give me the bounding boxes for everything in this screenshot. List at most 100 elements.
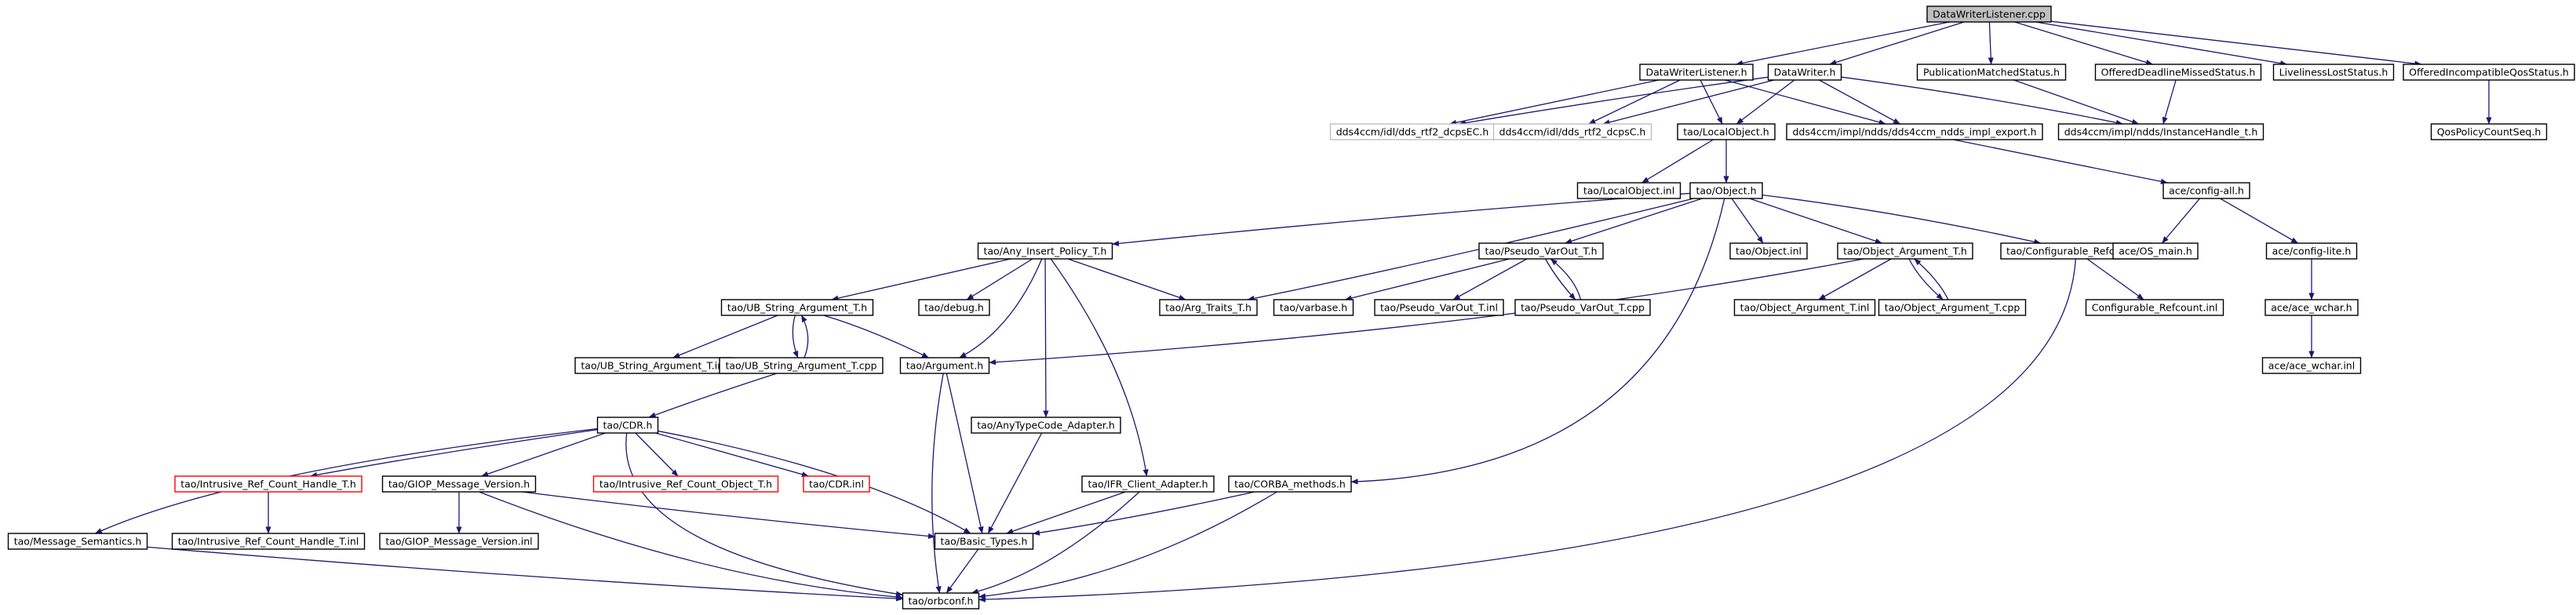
node-label: DataWriterListener.cpp: [1933, 9, 2046, 20]
edge-cdr_h-to-cdr_inl: [655, 432, 809, 478]
node-ifr-client[interactable]: tao/IFR_Client_Adapter.h: [1081, 475, 1215, 493]
node-giop-version-inl[interactable]: tao/GIOP_Message_Version.inl: [379, 533, 539, 550]
edge-root-to-lls_h: [2035, 21, 2288, 67]
nodes-layer: DataWriterListener.cppDataWriterListener…: [7, 5, 2575, 610]
node-dcpsc[interactable]: dds4ccm/idl/dds_rtf2_dcpsC.h: [1492, 123, 1652, 140]
edge-object_h-to-config_refcount: [1762, 194, 2042, 245]
node-corba-methods[interactable]: tao/CORBA_methods.h: [1228, 475, 1352, 493]
edge-root-to-dw_h: [1829, 21, 1965, 65]
node-varbase[interactable]: tao/varbase.h: [1273, 299, 1354, 316]
edge-any_insert-to-debug_h: [966, 258, 1033, 300]
node-ace-wchar-h[interactable]: ace/ace_wchar.h: [2264, 299, 2359, 316]
edge-anytypecode-to-basic_types: [987, 432, 1043, 534]
node-pseudo-varout[interactable]: tao/Pseudo_VarOut_T.h: [1478, 242, 1604, 260]
node-box: [379, 533, 539, 550]
edge-object_arg-to-object_arg_cpp: [1908, 258, 1944, 300]
node-any-insert[interactable]: tao/Any_Insert_Policy_T.h: [977, 242, 1113, 260]
node-cdr-h[interactable]: tao/CDR.h: [596, 417, 659, 434]
node-pms-h[interactable]: PublicationMatchedStatus.h: [1916, 64, 2067, 81]
node-box: [902, 592, 980, 610]
edge-ifr_client-to-basic_types: [1006, 491, 1126, 534]
node-debug-h[interactable]: tao/debug.h: [918, 299, 990, 316]
node-intrusive-handle-inl[interactable]: tao/Intrusive_Ref_Count_Handle_T.inl: [171, 533, 366, 550]
node-box: [381, 475, 537, 493]
node-box: [1081, 475, 1215, 493]
node-intrusive-object[interactable]: tao/Intrusive_Ref_Count_Object_T.h: [592, 475, 779, 493]
node-msg-semantics[interactable]: tao/Message_Semantics.h: [7, 533, 148, 550]
node-label: ace/config-lite.h: [2272, 246, 2352, 257]
node-object-arg-cpp[interactable]: tao/Object_Argument_T.cpp: [1878, 299, 2027, 316]
node-intrusive-handle[interactable]: tao/Intrusive_Ref_Count_Handle_T.h: [174, 475, 363, 493]
node-anytypecode[interactable]: tao/AnyTypeCode_Adapter.h: [971, 417, 1121, 434]
node-ub-string-inl[interactable]: tao/UB_String_Argument_T.inl: [574, 357, 733, 374]
node-ace-wchar-inl[interactable]: ace/ace_wchar.inl: [2261, 357, 2362, 374]
node-box: [2094, 64, 2262, 81]
edge-config_all-to-os_main: [2161, 198, 2201, 244]
node-ub-string[interactable]: tao/UB_String_Argument_T.h: [720, 299, 874, 316]
edge-any_insert-to-argument_h: [959, 258, 1043, 358]
node-pseudo-varout-inl[interactable]: tao/Pseudo_VarOut_T.inl: [1374, 299, 1504, 316]
edge-ub_string-to-ub_string_cpp: [792, 315, 799, 358]
node-label: dds4ccm/impl/ndds/InstanceHandle_t.h: [2064, 126, 2258, 138]
node-box: [2112, 242, 2199, 260]
node-label: ace/ace_wchar.inl: [2268, 360, 2355, 372]
node-box: [2265, 242, 2358, 260]
node-object-arg-inl[interactable]: tao/Object_Argument_T.inl: [1733, 299, 1876, 316]
node-dcpsec[interactable]: dds4ccm/idl/dds_rtf2_dcpsEC.h: [1329, 123, 1496, 140]
node-localobj-h[interactable]: tao/LocalObject.h: [1677, 123, 1776, 140]
node-object-inl[interactable]: tao/Object.inl: [1729, 242, 1808, 260]
node-label: tao/Pseudo_VarOut_T.inl: [1380, 302, 1498, 314]
node-box: [2162, 182, 2250, 199]
node-config-lite[interactable]: ace/config-lite.h: [2265, 242, 2358, 260]
edge-basic_types-to-orbconf: [946, 548, 979, 594]
node-os-main[interactable]: ace/OS_main.h: [2112, 242, 2199, 260]
node-label: tao/GIOP_Message_Version.inl: [385, 536, 532, 548]
edge-pseudo_varout-to-varbase: [1344, 258, 1510, 301]
node-box: [971, 417, 1121, 434]
node-giop-version[interactable]: tao/GIOP_Message_Version.h: [381, 475, 537, 493]
node-config-refcount-inl[interactable]: Configurable_Refcount.inl: [2085, 299, 2224, 316]
edge-cdr_h-to-intrusive_handle: [310, 428, 598, 478]
node-cdr-inl[interactable]: tao/CDR.inl: [803, 475, 870, 493]
node-oiqs-h[interactable]: OfferedIncompatibleQosStatus.h: [2403, 64, 2575, 81]
node-impl-export[interactable]: dds4ccm/impl/ndds/dds4ccm_ndds_impl_expo…: [1786, 123, 2043, 140]
node-arg-traits[interactable]: tao/Arg_Traits_T.h: [1159, 299, 1258, 316]
node-object-h[interactable]: tao/Object.h: [1689, 182, 1763, 199]
edge-object_arg_cpp-to-object_arg: [1914, 258, 1949, 300]
node-object-arg[interactable]: tao/Object_Argument_T.h: [1837, 242, 1973, 260]
node-basic-types[interactable]: tao/Basic_Types.h: [934, 533, 1034, 550]
node-lls-h[interactable]: LivelinessLostStatus.h: [2272, 64, 2395, 81]
node-config-all[interactable]: ace/config-all.h: [2162, 182, 2250, 199]
edge-pms_h-to-instance_handle: [2013, 79, 2140, 125]
node-pseudo-varout-cpp[interactable]: tao/Pseudo_VarOut_T.cpp: [1514, 299, 1651, 316]
edge-config_refcount-to-config_refcount_inl: [2086, 258, 2144, 300]
edge-pseudo_varout_cpp-to-pseudo_varout: [1550, 258, 1582, 300]
node-label: PublicationMatchedStatus.h: [1923, 67, 2060, 78]
edge-msg_semantics-to-orbconf: [147, 546, 903, 602]
node-box: [1926, 5, 2052, 23]
edge-config_all-to-config_lite: [2220, 198, 2298, 244]
node-label: tao/Intrusive_Ref_Count_Handle_T.inl: [178, 536, 359, 548]
edge-dwl_h-to-dcpsec: [1449, 79, 1660, 126]
edge-object_h-to-arg_traits: [1247, 198, 1694, 301]
edge-odms_h-to-instance_handle: [2162, 79, 2177, 125]
node-orbconf[interactable]: tao/orbconf.h: [902, 592, 980, 610]
node-label: DataWriter.h: [1774, 67, 1836, 78]
node-box: [934, 533, 1034, 550]
edge-ub_string-to-argument_h: [823, 315, 929, 358]
node-odms-h[interactable]: OfferedDeadlineMissedStatus.h: [2094, 64, 2262, 81]
node-localobj-inl[interactable]: tao/LocalObject.inl: [1576, 182, 1682, 199]
edge-dw_h-to-instance_handle: [1841, 76, 2123, 126]
node-dwl-h[interactable]: DataWriterListener.h: [1639, 64, 1754, 81]
node-instance-handle[interactable]: dds4ccm/impl/ndds/InstanceHandle_t.h: [2057, 123, 2264, 140]
node-dw-h[interactable]: DataWriter.h: [1767, 64, 1842, 81]
node-qospolicy[interactable]: QosPolicyCountSeq.h: [2430, 123, 2548, 140]
node-argument-h[interactable]: tao/Argument.h: [899, 357, 990, 374]
node-root[interactable]: DataWriterListener.cpp: [1926, 5, 2052, 23]
node-ub-string-cpp[interactable]: tao/UB_String_Argument_T.cpp: [719, 357, 884, 374]
edge-dwl_h-to-localobj_h: [1700, 79, 1723, 125]
edge-root-to-dwl_h: [1735, 21, 1950, 66]
node-box: [1514, 299, 1651, 316]
node-box: [2261, 357, 2362, 374]
